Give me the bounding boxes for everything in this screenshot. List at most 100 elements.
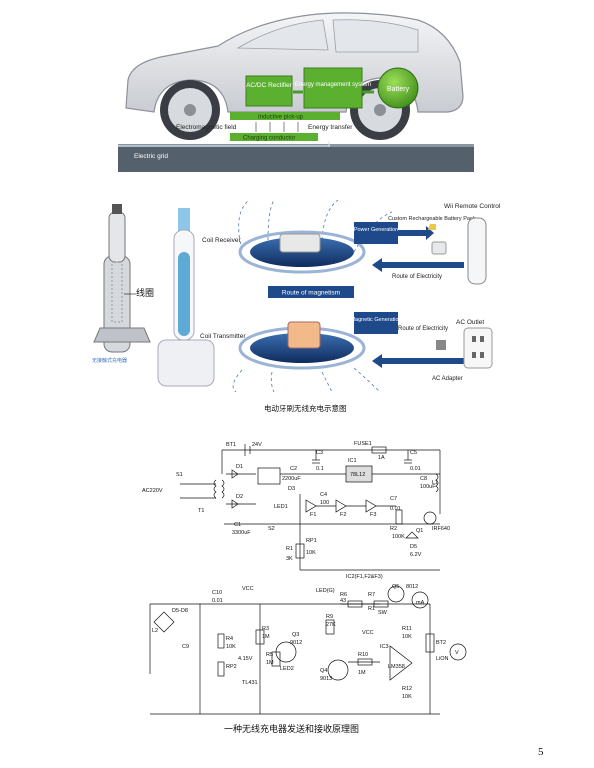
svg-text:F2: F2 <box>340 512 346 518</box>
svg-text:RP2: RP2 <box>226 664 237 670</box>
svg-text:IRF640: IRF640 <box>432 526 450 532</box>
transmitter-coil <box>238 321 366 370</box>
svg-text:3K: 3K <box>286 556 293 562</box>
svg-text:V: V <box>455 650 459 656</box>
svg-text:C8: C8 <box>420 476 427 482</box>
rectifier-box <box>245 75 293 107</box>
svg-text:100K: 100K <box>392 534 405 540</box>
battery-circle <box>377 67 419 109</box>
route-magnetism-bar <box>268 286 354 298</box>
route-electricity-top-label: Route of Electricity <box>392 274 442 280</box>
svg-text:C5: C5 <box>410 450 417 456</box>
svg-text:BT1: BT1 <box>226 442 236 448</box>
rectifier-label: AC/DC Rectifier <box>246 82 293 89</box>
svg-text:1M: 1M <box>358 670 366 676</box>
svg-text:F3: F3 <box>370 512 376 518</box>
battery-label: Battery <box>387 86 410 93</box>
svg-text:D1: D1 <box>236 464 243 470</box>
wii-remote-label: Wii Remote Control <box>444 203 501 210</box>
coil-label-cn: 线圈 <box>136 287 154 298</box>
svg-text:24V: 24V <box>252 442 262 448</box>
svg-text:R3: R3 <box>262 626 269 632</box>
caption-toothbrush: 电动牙刷无线充电示意图 <box>264 404 347 413</box>
svg-text:6.2V: 6.2V <box>410 552 422 558</box>
svg-text:FUSE1: FUSE1 <box>354 441 372 447</box>
svg-text:R7: R7 <box>368 592 375 598</box>
svg-text:43: 43 <box>340 598 346 604</box>
svg-text:LiON: LiON <box>436 656 449 662</box>
magnetic-generation-label: Magnetic Generation <box>350 317 401 323</box>
ac-outlet-label: AC Outlet <box>456 319 484 326</box>
svg-text:2200uF: 2200uF <box>282 476 301 482</box>
coil-receiver-label: Coil Receiver <box>202 237 241 244</box>
power-generation-box <box>354 222 398 244</box>
battery-pack-label: Custom Rechargeable Battery Pack <box>388 216 476 222</box>
route-electricity-bottom-label: Route of Electricity <box>398 326 448 332</box>
svg-text:AC220V: AC220V <box>142 488 163 494</box>
svg-text:C3: C3 <box>316 450 323 456</box>
pickup-bar <box>230 112 340 120</box>
svg-text:9013: 9013 <box>320 676 332 682</box>
transfer-label: Energy transfer <box>308 124 353 131</box>
conductor-bar <box>230 133 318 141</box>
toothbrush-charging-diagram: 线圈 无接触式充电器 Coil Receiver Coil Transmitte… <box>92 197 501 393</box>
svg-text:10K: 10K <box>226 644 236 650</box>
ev-charging-diagram: AC/DC Rectifier Energy management system… <box>118 0 474 172</box>
grid-label: Electric grid <box>134 153 168 160</box>
svg-text:Q4: Q4 <box>320 668 327 674</box>
svg-text:S2: S2 <box>268 526 275 532</box>
svg-text:R12: R12 <box>402 686 412 692</box>
svg-text:R6: R6 <box>340 592 347 598</box>
page-number: 5 <box>538 746 544 758</box>
caption-schematic: 一种无线充电器发送和接收原理图 <box>224 725 360 735</box>
svg-text:T1: T1 <box>198 508 204 514</box>
svg-text:R1: R1 <box>368 606 375 612</box>
svg-text:BT2: BT2 <box>436 640 446 646</box>
conductor-label: Charging conductor <box>243 136 295 142</box>
svg-text:C9: C9 <box>182 644 189 650</box>
svg-text:RP1: RP1 <box>306 538 317 544</box>
charger-note-cn: 无接触式充电器 <box>92 357 127 364</box>
route-magnetism-label: Route of magnetism <box>282 290 340 297</box>
svg-text:9012: 9012 <box>290 640 302 646</box>
svg-text:10K: 10K <box>402 694 412 700</box>
svg-text:100uF: 100uF <box>420 484 436 490</box>
svg-text:C1: C1 <box>234 522 241 528</box>
svg-text:mA: mA <box>416 600 425 606</box>
svg-text:R11: R11 <box>402 626 412 632</box>
svg-text:0.1: 0.1 <box>316 466 324 472</box>
ac-outlet <box>463 327 493 369</box>
energy-label: Energy management system <box>295 82 371 88</box>
svg-text:1M: 1M <box>266 660 274 666</box>
svg-text:LM358: LM358 <box>388 664 405 670</box>
ev-charging-figure: AC/DC Rectifier Energy management system… <box>118 0 474 172</box>
svg-text:100: 100 <box>320 500 329 506</box>
svg-text:3300uF: 3300uF <box>232 530 251 536</box>
svg-text:IC1: IC1 <box>348 458 357 464</box>
svg-text:0.01: 0.01 <box>390 506 401 512</box>
route-electricity-top-arrow <box>372 258 464 272</box>
toothbrush-figure: 线圈 无接触式充电器 Coil Receiver Coil Transmitte… <box>92 197 514 393</box>
svg-text:F1: F1 <box>310 512 316 518</box>
svg-text:R4: R4 <box>226 636 233 642</box>
svg-text:D5: D5 <box>410 544 417 550</box>
svg-text:R2: R2 <box>390 526 397 532</box>
svg-text:VCC: VCC <box>362 630 374 636</box>
svg-text:0.01: 0.01 <box>212 598 223 604</box>
svg-text:Q5: Q5 <box>392 584 399 590</box>
svg-text:27K: 27K <box>326 622 336 628</box>
wii-remote <box>467 217 487 285</box>
svg-text:S1: S1 <box>176 472 183 478</box>
svg-text:SW: SW <box>378 610 388 616</box>
coil-transmitter-label: Coil Transmitter <box>200 333 246 340</box>
svg-text:LED2: LED2 <box>280 666 294 672</box>
svg-text:1A: 1A <box>378 455 385 461</box>
svg-text:4.15V: 4.15V <box>238 656 253 662</box>
svg-text:L2: L2 <box>152 628 158 634</box>
svg-text:10K: 10K <box>402 634 412 640</box>
svg-text:L1: L1 <box>432 480 438 486</box>
magnetic-generation-box <box>354 312 398 334</box>
pickup-label: Inductive pick-up <box>258 115 304 121</box>
svg-text:R5: R5 <box>266 652 273 658</box>
